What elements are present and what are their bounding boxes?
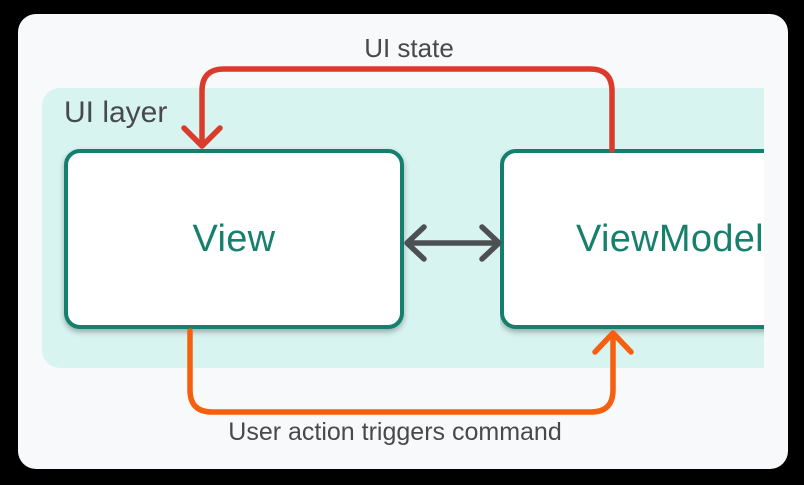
view-node-label: View	[192, 217, 276, 260]
viewmodel-node: ViewModel	[500, 149, 764, 329]
viewmodel-node-label: ViewModel	[576, 217, 764, 260]
viewmodel-clip-region: ViewModel	[500, 149, 764, 341]
user-action-label: User action triggers command	[228, 418, 562, 446]
ui-state-label: UI state	[364, 33, 454, 63]
ui-layer-label: UI layer	[64, 96, 168, 129]
view-node: View	[64, 149, 404, 329]
